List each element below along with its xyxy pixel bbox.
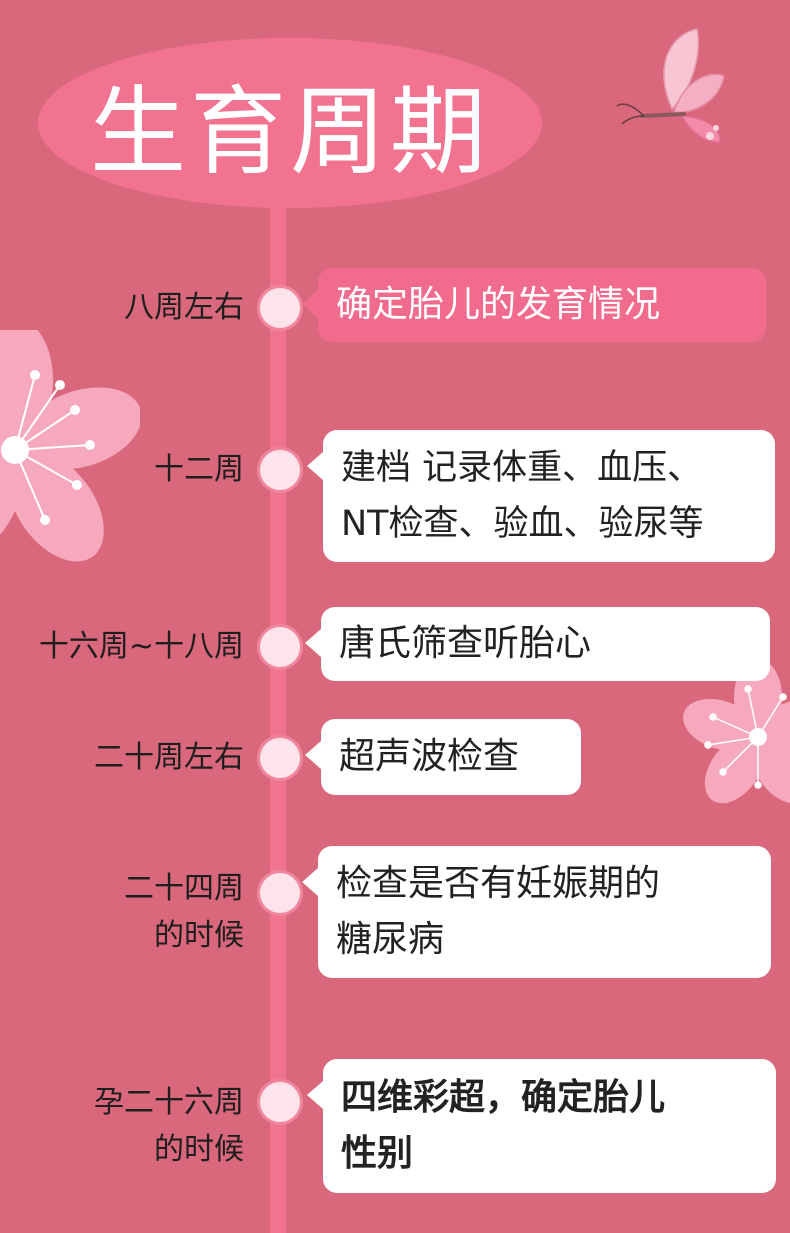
timeline-dot [260,873,300,913]
timeline-label: 二十四周 的时候 [124,871,244,953]
timeline-label: 十六周~十八周 [38,629,244,664]
timeline-label: 二十周左右 [94,740,244,775]
timeline-box: 超声波检查 [305,719,581,795]
timeline-line [270,205,286,1233]
butterfly-icon [616,28,725,143]
flower-icon-right [683,665,790,804]
flower-icon-left [0,330,140,562]
timeline-dot [260,288,300,328]
title-banner [38,38,542,208]
timeline-label: 十二周 [154,452,244,487]
timeline-dot [260,1082,300,1122]
timeline-dot [260,627,300,667]
timeline-box: 建档 记录体重、血压、 NT检查、验血、验尿等 [307,430,775,562]
timeline-box-highlight: 确定胎儿的发育情况 [302,268,766,342]
timeline-box: 四维彩超，确定胎儿 性别 [307,1059,776,1193]
page-title: 生育周期 [90,75,490,188]
timeline-dot [260,450,300,490]
timeline-box: 检查是否有妊娠期的 糖尿病 [302,846,771,978]
timeline-dot [260,738,300,778]
timeline-box: 唐氏筛查听胎心 [305,607,770,681]
timeline-label: 孕二十六周 的时候 [94,1085,244,1167]
timeline-label: 八周左右 [124,290,244,325]
